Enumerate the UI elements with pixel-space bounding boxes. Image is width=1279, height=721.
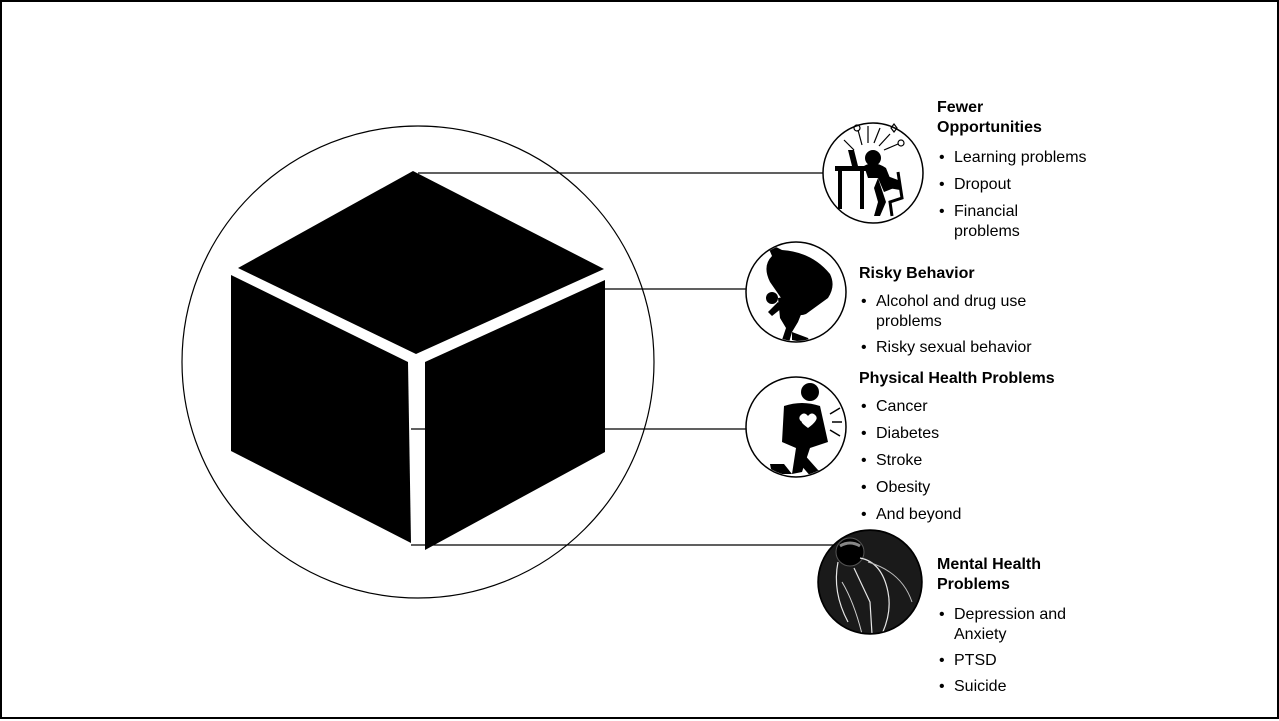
- cube-left-face: [231, 275, 411, 543]
- callout-title: Risky Behavior: [859, 265, 975, 282]
- callout-risky-behavior: Risky Behavior Alcohol and drug use prob…: [859, 264, 1119, 364]
- bullet-list: Alcohol and drug use problems Risky sexu…: [859, 292, 1119, 358]
- cube-top-face: [238, 171, 604, 354]
- cube-icon: [231, 171, 605, 550]
- person-carrying-bottle-icon: [745, 241, 847, 343]
- title-line: Problems: [937, 576, 1010, 593]
- list-item: Depression and Anxiety: [937, 605, 1104, 645]
- title-line: Fewer: [937, 99, 984, 116]
- list-item: Diabetes: [859, 424, 1119, 444]
- connector-lines: [411, 172, 834, 546]
- title-line: Opportunities: [937, 119, 1042, 136]
- list-item: PTSD: [937, 651, 1137, 671]
- callout-title: Mental Health Problems: [937, 555, 1137, 595]
- list-item: Dropout: [937, 175, 1137, 195]
- callout-physical-health: Physical Health Problems Cancer Diabetes…: [859, 369, 1119, 532]
- stressed-student-at-desk-icon: [822, 122, 924, 224]
- list-item: Alcohol and drug use problems: [859, 292, 1061, 332]
- list-item: Obesity: [859, 478, 1119, 498]
- list-item: And beyond: [859, 505, 1119, 525]
- callout-title: Physical Health Problems: [859, 370, 1055, 387]
- bullet-list: Learning problems Dropout Financial prob…: [937, 148, 1137, 242]
- bullet-list: Depression and Anxiety PTSD Suicide: [937, 605, 1137, 697]
- outer-circle: [181, 125, 655, 599]
- person-head-in-hands-icon: [817, 529, 923, 635]
- title-line: Mental Health: [937, 556, 1042, 573]
- person-chest-pain-icon: [745, 376, 847, 478]
- cube-right-face: [425, 280, 605, 550]
- list-item: Risky sexual behavior: [859, 338, 1119, 358]
- callout-title: Fewer Opportunities: [937, 98, 1137, 138]
- list-item: Suicide: [937, 677, 1137, 697]
- list-item: Financial problems: [937, 202, 1044, 242]
- list-item: Learning problems: [937, 148, 1137, 168]
- list-item: Cancer: [859, 397, 1119, 417]
- callout-fewer-opportunities: Fewer Opportunities Learning problems Dr…: [937, 98, 1137, 249]
- bullet-list: Cancer Diabetes Stroke Obesity And beyon…: [859, 397, 1119, 525]
- list-item: Stroke: [859, 451, 1119, 471]
- callout-mental-health: Mental Health Problems Depression and An…: [937, 555, 1137, 703]
